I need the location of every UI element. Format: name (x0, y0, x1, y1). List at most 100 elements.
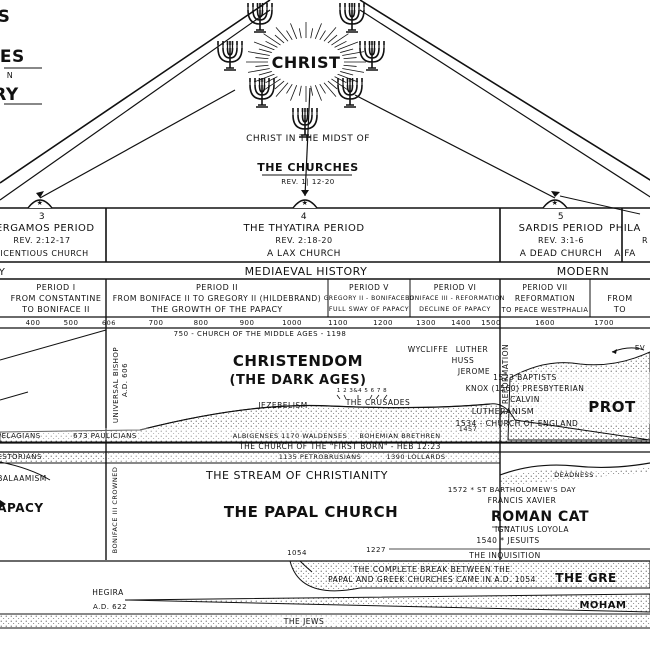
roof-lines (0, 0, 650, 215)
lollards-label: 1390 LOLLARDS (386, 453, 445, 461)
church-middle-ages: 750 - CHURCH OF THE MIDDLE AGES - 1198 (174, 330, 347, 338)
subperiod-2-title: PERIOD II (196, 283, 238, 292)
period-3-desc: LICENTIOUS CHURCH (0, 249, 89, 258)
year-500: 500 (64, 319, 79, 327)
inquisition-label: THE INQUISITION (468, 551, 541, 560)
jerome-label: JEROME (457, 367, 490, 376)
year-606: 606 (102, 319, 116, 327)
period-5-ref: REV. 3:1-6 (538, 236, 584, 245)
papal-church-label: THE PAPAL CHURCH (224, 503, 398, 521)
history-left: Y (0, 267, 6, 278)
knox-label: KNOX (1560) PRESBYTERIAN (466, 384, 585, 393)
ev-label: EV (635, 344, 645, 352)
subperiod-5-l2: FULL SWAY OF PAPACY (329, 306, 409, 313)
hegira-label: HEGIRA (92, 588, 124, 597)
ad622-label: A.D. 622 (93, 603, 127, 611)
christ-label: CHRIST (272, 53, 341, 72)
bohemian-label: BOHEMIAN BRETHREN (359, 432, 440, 440)
crusade-numbers: 1 2 3&4 5 6 7 8 (337, 388, 387, 394)
petrobrusians-label: 1135 PETROBRUSIANS (279, 453, 361, 461)
title-fragment-1: S (0, 7, 10, 27)
period-6-ref: R (642, 236, 648, 245)
albigenses-label: ALBIGENSES 1170 WALDENSES (233, 432, 347, 440)
deadness-label: DEADNESS (554, 471, 594, 479)
title-fragment-2: HES (0, 47, 25, 67)
subperiod-7-title: PERIOD VII (522, 283, 567, 292)
year-1500: 1500 (481, 319, 501, 327)
jesuits-label: 1540 * JESUITS (476, 536, 539, 545)
caption-line-1: CHRIST IN THE MIDST OF (246, 134, 370, 144)
year-1200: 1200 (373, 319, 393, 327)
paulicians-label: 673 PAULICIANS (73, 432, 137, 440)
baptists-label: 1523 BAPTISTS (493, 373, 557, 382)
crusades-label: THE CRUSADES (345, 398, 411, 407)
title-fragment-4: RY (0, 85, 19, 105)
period-4-name: THE THYATIRA PERIOD (242, 223, 364, 234)
subperiod-2-l2: THE GROWTH OF THE PAPACY (150, 305, 283, 314)
period-5-number: 5 (558, 212, 564, 222)
stream-label: THE STREAM OF CHRISTIANITY (205, 469, 388, 482)
subperiod-7-l2: TO PEACE WESTPHALIA (501, 306, 589, 314)
mohammedan-stream (124, 593, 650, 613)
first-born-label: THE CHURCH OF THE "FIRST BORN" - HEB 12:… (238, 442, 441, 451)
universal-bishop-1: UNIVERSAL BISHOP (112, 347, 120, 423)
break-line-1: THE COMPLETE BREAK BETWEEN THE (353, 565, 511, 574)
calvin-label: CALVIN (510, 395, 540, 404)
caption-line-2: THE CHURCHES (257, 161, 358, 174)
svg-text:★: ★ (552, 199, 559, 207)
luther-label: LUTHER (456, 345, 488, 354)
moham-label: MOHAM (579, 600, 626, 611)
history-mediaeval: MEDIAEVAL HISTORY (245, 265, 368, 278)
roman-cat-label: ROMAN CAT (491, 509, 589, 525)
subperiod-8-l1: FROM (607, 294, 632, 303)
subperiod-6-l2: DECLINE OF PAPACY (419, 306, 491, 313)
year-1227: 1227 (366, 546, 386, 554)
year-1600: 1600 (535, 319, 555, 327)
period-5-name: SARDIS PERIOD (519, 223, 604, 234)
jezebelism-label: JEZEBELISM (257, 401, 307, 410)
year-900: 900 (240, 319, 255, 327)
caption-ref: REV. 1| 12-20 (281, 178, 335, 186)
subperiod-6-title: PERIOD VI (434, 283, 477, 292)
christendom-label: CHRISTENDOM (233, 352, 363, 370)
period-6-desc: A FA (614, 249, 636, 259)
pelagians-label: 411 PELAGIANS (0, 432, 41, 440)
year-1100: 1100 (328, 319, 348, 327)
subperiod-7-l1: REFORMATION (515, 294, 575, 303)
year-1300: 1300 (416, 319, 436, 327)
subperiod-2-l1: FROM BONIFACE II TO GREGORY II (HILDEBRA… (113, 294, 321, 303)
year-scale: 400 500 606 700 800 900 1000 1100 1200 1… (26, 319, 614, 327)
year-1000: 1000 (282, 319, 302, 327)
period-3-number: 3 (39, 212, 45, 222)
period-3-name: PERGAMOS PERIOD (0, 223, 95, 234)
title-fragment-3: N (7, 71, 13, 80)
year-400: 400 (26, 319, 41, 327)
period-6-name: PHILA (609, 223, 641, 234)
period-4-ref: REV. 2:18-20 (275, 236, 332, 245)
period-4-desc: A LAX CHURCH (267, 249, 341, 259)
reformation-vertical: REFORMATION (501, 344, 510, 404)
st-bartholomew-label: 1572 * ST BARTHOLOMEW'S DAY (448, 486, 576, 494)
svg-text:★: ★ (302, 199, 309, 207)
dark-ages-label: (THE DARK AGES) (230, 373, 367, 388)
balaamism-label: BALAAMISM (0, 474, 47, 483)
nestorians-label: 430 NESTORIANS (0, 453, 42, 461)
subperiod-1-l2: TO BONIFACE II (21, 305, 90, 314)
the-papacy-label: THE PAPACY (0, 501, 44, 515)
ignatius-label: IGNATIUS LOYOLA (495, 525, 569, 534)
boniface-crowned-label: BONIFACE III CROWNED (111, 467, 119, 554)
universal-bishop-2: A.D. 606 (121, 363, 129, 397)
subperiod-8-l2: TO (613, 305, 626, 314)
year-1700: 1700 (594, 319, 614, 327)
subperiod-1-l1: FROM CONSTANTINE (11, 294, 102, 303)
greek-church-stream (289, 560, 650, 592)
subperiod-5-title: PERIOD V (349, 283, 389, 292)
subperiod-1-title: PERIOD I (36, 283, 75, 292)
subperiod-6-l1: BONIFACE III - REFORMATION (405, 295, 505, 302)
year-700: 700 (149, 319, 164, 327)
year-1457: 1457 (459, 425, 478, 433)
year-800: 800 (194, 319, 209, 327)
subperiod-5-l1: GREGORY II - BONIFACE III (324, 295, 414, 302)
history-modern: MODERN (557, 265, 609, 278)
